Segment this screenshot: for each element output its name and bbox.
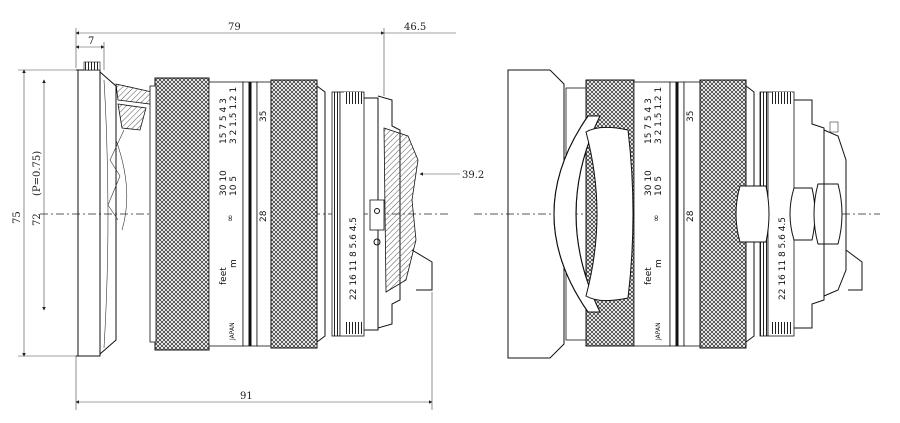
made-in-label: JAPAN — [229, 322, 236, 341]
r-feet-row-2: 30 10 — [644, 170, 654, 196]
dim-left-outer: 75 — [12, 211, 23, 224]
focal-mark: 35 — [259, 111, 269, 122]
left-scale-markings: 15 7 5 4 3 3 2 1.5 1.2 1 30 10 10 5 ∞ fe… — [219, 87, 359, 341]
dim-left-pitch: (P=0.75) — [32, 151, 43, 196]
r-aperture-row: 22 16 11 8 5.6 4.5 — [778, 217, 788, 300]
r-focus-label: feet — [644, 267, 654, 285]
dof-mark: 28 — [259, 210, 269, 222]
r-made-in-label: JAPAN — [655, 322, 662, 341]
focus-label: feet — [219, 267, 229, 285]
right-lens-view — [474, 69, 880, 359]
r-meter-row-2: 10 5 — [654, 176, 664, 196]
feet-row-2: 30 10 — [219, 170, 229, 196]
dim-top-overall: 79 — [228, 22, 241, 33]
r-focal-mark: 35 — [686, 111, 696, 122]
feet-row-1: 15 7 5 4 3 — [219, 98, 229, 144]
r-feet-row-1: 15 7 5 4 3 — [644, 98, 654, 144]
left-lens-view — [40, 61, 450, 357]
r-unit-label: m — [654, 259, 664, 268]
dim-right-mount: 39.2 — [462, 170, 484, 181]
r-meter-row-1: 3 2 1.5 1.2 1 — [654, 87, 664, 144]
unit-label: m — [229, 259, 239, 268]
dim-bottom-overall: 91 — [240, 391, 253, 402]
dim-top-rear: 46.5 — [404, 22, 426, 33]
meter-row-2: 10 5 — [229, 176, 239, 196]
r-dof-mark: 28 — [686, 210, 696, 222]
right-scale-markings: 15 7 5 4 3 3 2 1.5 1.2 1 30 10 10 5 ∞ fe… — [644, 87, 788, 341]
dim-left-inner: 72 — [32, 213, 43, 226]
aperture-row: 22 16 11 8 5.6 4.5 — [349, 217, 359, 300]
infinity-mark: ∞ — [226, 215, 236, 223]
meter-row-1: 3 2 1.5 1.2 1 — [229, 87, 239, 144]
dim-top-front: 7 — [88, 36, 94, 47]
r-infinity-mark: ∞ — [652, 215, 662, 223]
left-dimensions: 79 7 46.5 91 75 72 (P=0.75) 39.2 — [12, 22, 484, 410]
